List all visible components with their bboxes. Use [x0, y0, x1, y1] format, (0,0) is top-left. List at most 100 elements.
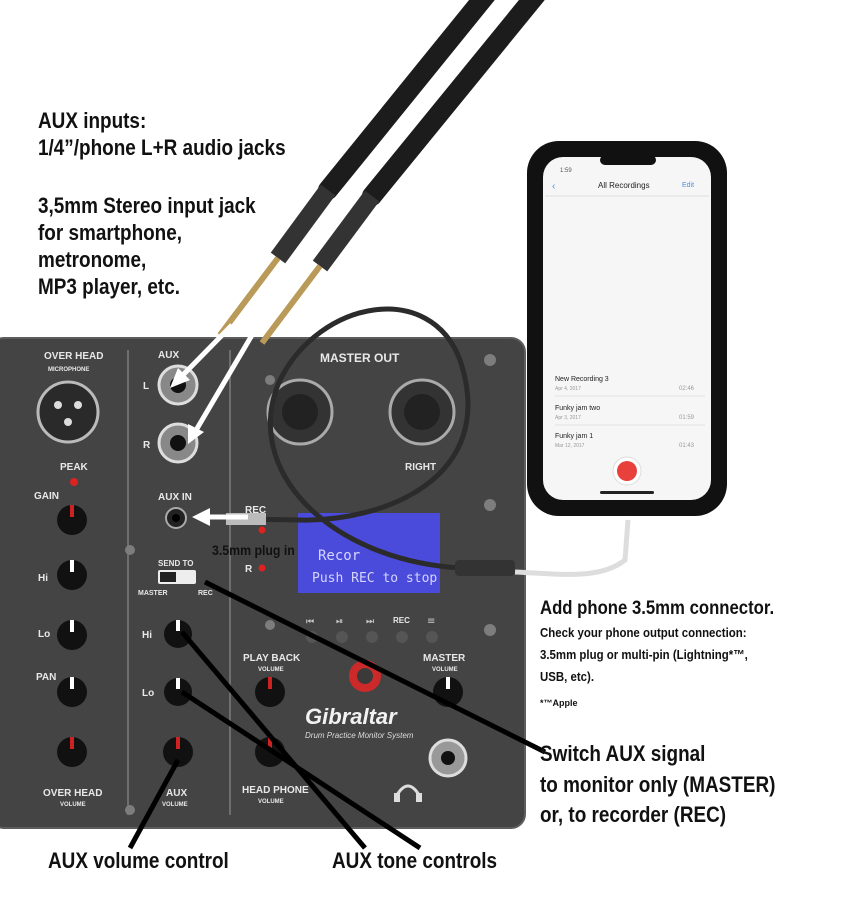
volume-label-2: VOLUME	[162, 802, 188, 808]
recording-duration: 01:43	[679, 443, 695, 449]
stereo-jack-line4: MP3 player, etc.	[38, 274, 180, 299]
aux-hi-knob[interactable]	[164, 620, 192, 648]
aux-in-jack[interactable]	[165, 507, 187, 529]
headphone-icon	[394, 784, 422, 802]
send-to-label: SEND TO	[158, 559, 193, 568]
rec-led-r	[258, 564, 266, 572]
aux-jack-r[interactable]	[157, 422, 199, 464]
phone-time: 1:59	[560, 168, 572, 174]
lo-knob	[57, 620, 87, 650]
brand-subtitle: Drum Practice Monitor System	[305, 731, 414, 740]
lo-label: Lo	[38, 629, 50, 640]
recording-name: Funky jam 1	[555, 433, 593, 440]
right-label: RIGHT	[405, 462, 436, 473]
aux-inputs-jacks: 1/4”/phone L+R audio jacks	[38, 135, 286, 160]
over-head-label: OVER HEAD	[44, 351, 103, 362]
recording-date: Apr 4, 2017	[555, 386, 581, 392]
hi-label: Hi	[38, 573, 48, 584]
l-label: L	[143, 381, 149, 392]
over-head-volume-label: OVER HEAD	[43, 788, 102, 799]
plug-in-label: 3.5mm plug in	[212, 542, 295, 558]
plug-types-line1: 3.5mm plug or multi-pin (Lightning*™,	[540, 647, 748, 662]
panel-labels: OVER HEAD MICROPHONE PEAK GAIN Hi Lo PAN…	[34, 350, 466, 808]
recording-date: Apr 3, 2017	[555, 415, 581, 421]
recording-row[interactable]: New Recording 3 Apr 4, 2017 02:46	[555, 376, 705, 397]
stereo-jack-line2: for smartphone,	[38, 220, 183, 245]
pointer-arrows	[170, 323, 258, 526]
rec-label: REC	[245, 505, 266, 516]
volume-label-1: VOLUME	[60, 802, 86, 808]
aux-header-label: AUX	[158, 350, 179, 361]
rec-switch-label: REC	[198, 590, 213, 597]
lcd-line1: Recor	[318, 548, 360, 564]
master-out-right[interactable]	[388, 378, 456, 446]
aux-hi-label: Hi	[142, 630, 152, 641]
master-out-label: MASTER OUT	[320, 351, 400, 365]
xlr-input[interactable]	[36, 380, 100, 444]
playback-volume-knob[interactable]	[255, 677, 285, 707]
switch-line1: Switch AUX signal	[540, 741, 706, 766]
recording-duration: 01:59	[679, 415, 695, 421]
recording-duration: 02:46	[679, 386, 695, 392]
aux-lo-label: Lo	[142, 688, 154, 699]
recording-name: Funky jam two	[555, 405, 600, 412]
switch-line2: to monitor only (MASTER)	[540, 772, 776, 797]
callout-lines	[127, 579, 547, 851]
svg-text:⏭: ⏭	[366, 617, 374, 627]
microphone-label: MICROPHONE	[48, 367, 89, 373]
phone-edit: Edit	[682, 182, 694, 189]
peak-led	[70, 478, 78, 486]
master-out-left[interactable]	[266, 378, 334, 446]
svg-text:≡: ≡	[427, 616, 435, 627]
record-button[interactable]	[612, 456, 642, 486]
switch-line3: or, to recorder (REC)	[540, 802, 727, 827]
hi-knob	[57, 560, 87, 590]
recording-name: New Recording 3	[555, 376, 609, 383]
check-output-label: Check your phone output connection:	[540, 625, 747, 640]
gain-knob	[57, 505, 87, 535]
quarter-inch-cables	[217, 0, 545, 345]
mini-jack-cable	[226, 306, 631, 577]
headphone-jack[interactable]	[428, 738, 468, 778]
aux-tone-label: AUX tone controls	[332, 848, 498, 873]
aux-in-label: AUX IN	[158, 492, 192, 503]
pan-knob	[57, 677, 87, 707]
r-label: R	[143, 440, 151, 451]
left-knobs[interactable]	[57, 505, 87, 767]
aux-inputs-title: AUX inputs:	[38, 108, 147, 133]
gibraltar-logo: Gibraltar Drum Practice Monitor System	[305, 660, 414, 740]
aux-volume-label: AUX volume control	[48, 848, 229, 873]
peak-label: PEAK	[60, 462, 89, 473]
head-phone-label: HEAD PHONE	[242, 785, 309, 796]
stereo-jack-line1: 3,5mm Stereo input jack	[38, 193, 256, 218]
brand-name: Gibraltar	[305, 704, 398, 729]
apple-footnote: *™Apple	[540, 698, 578, 708]
plug-types-line2: USB, etc).	[540, 669, 595, 684]
recording-row[interactable]: Funky jam 1 Mar 12, 2017 01:43	[555, 433, 695, 449]
rec-r-label: R	[245, 564, 253, 575]
recording-date: Mar 12, 2017	[555, 443, 585, 449]
svg-text:⏮: ⏮	[306, 617, 314, 627]
send-to-switch[interactable]	[158, 570, 196, 584]
volume-label-3: VOLUME	[258, 667, 284, 673]
phone-title: All Recordings	[598, 181, 650, 190]
aux-label: AUX	[166, 788, 187, 799]
aux-volume-knob[interactable]	[163, 737, 193, 767]
lcd-display: Recor Push REC to stop	[298, 513, 440, 593]
add-connector-label: Add phone 3.5mm connector.	[540, 598, 775, 619]
volume-label-4: VOLUME	[432, 667, 458, 673]
volume-label-5: VOLUME	[258, 799, 284, 805]
svg-text:‹: ‹	[552, 181, 555, 192]
overhead-volume-knob	[57, 737, 87, 767]
smartphone: 1:59 ‹ All Recordings Edit	[527, 141, 727, 516]
master-label: MASTER	[423, 653, 466, 664]
recording-row[interactable]: Funky jam two Apr 3, 2017 01:59	[555, 405, 705, 426]
stereo-jack-line3: metronome,	[38, 247, 147, 272]
lcd-line2: Push REC to stop	[312, 571, 437, 586]
pan-label: PAN	[36, 672, 56, 683]
aux-lo-knob[interactable]	[164, 678, 192, 706]
mixer-panel	[0, 337, 526, 829]
rec-led-l	[258, 526, 266, 534]
